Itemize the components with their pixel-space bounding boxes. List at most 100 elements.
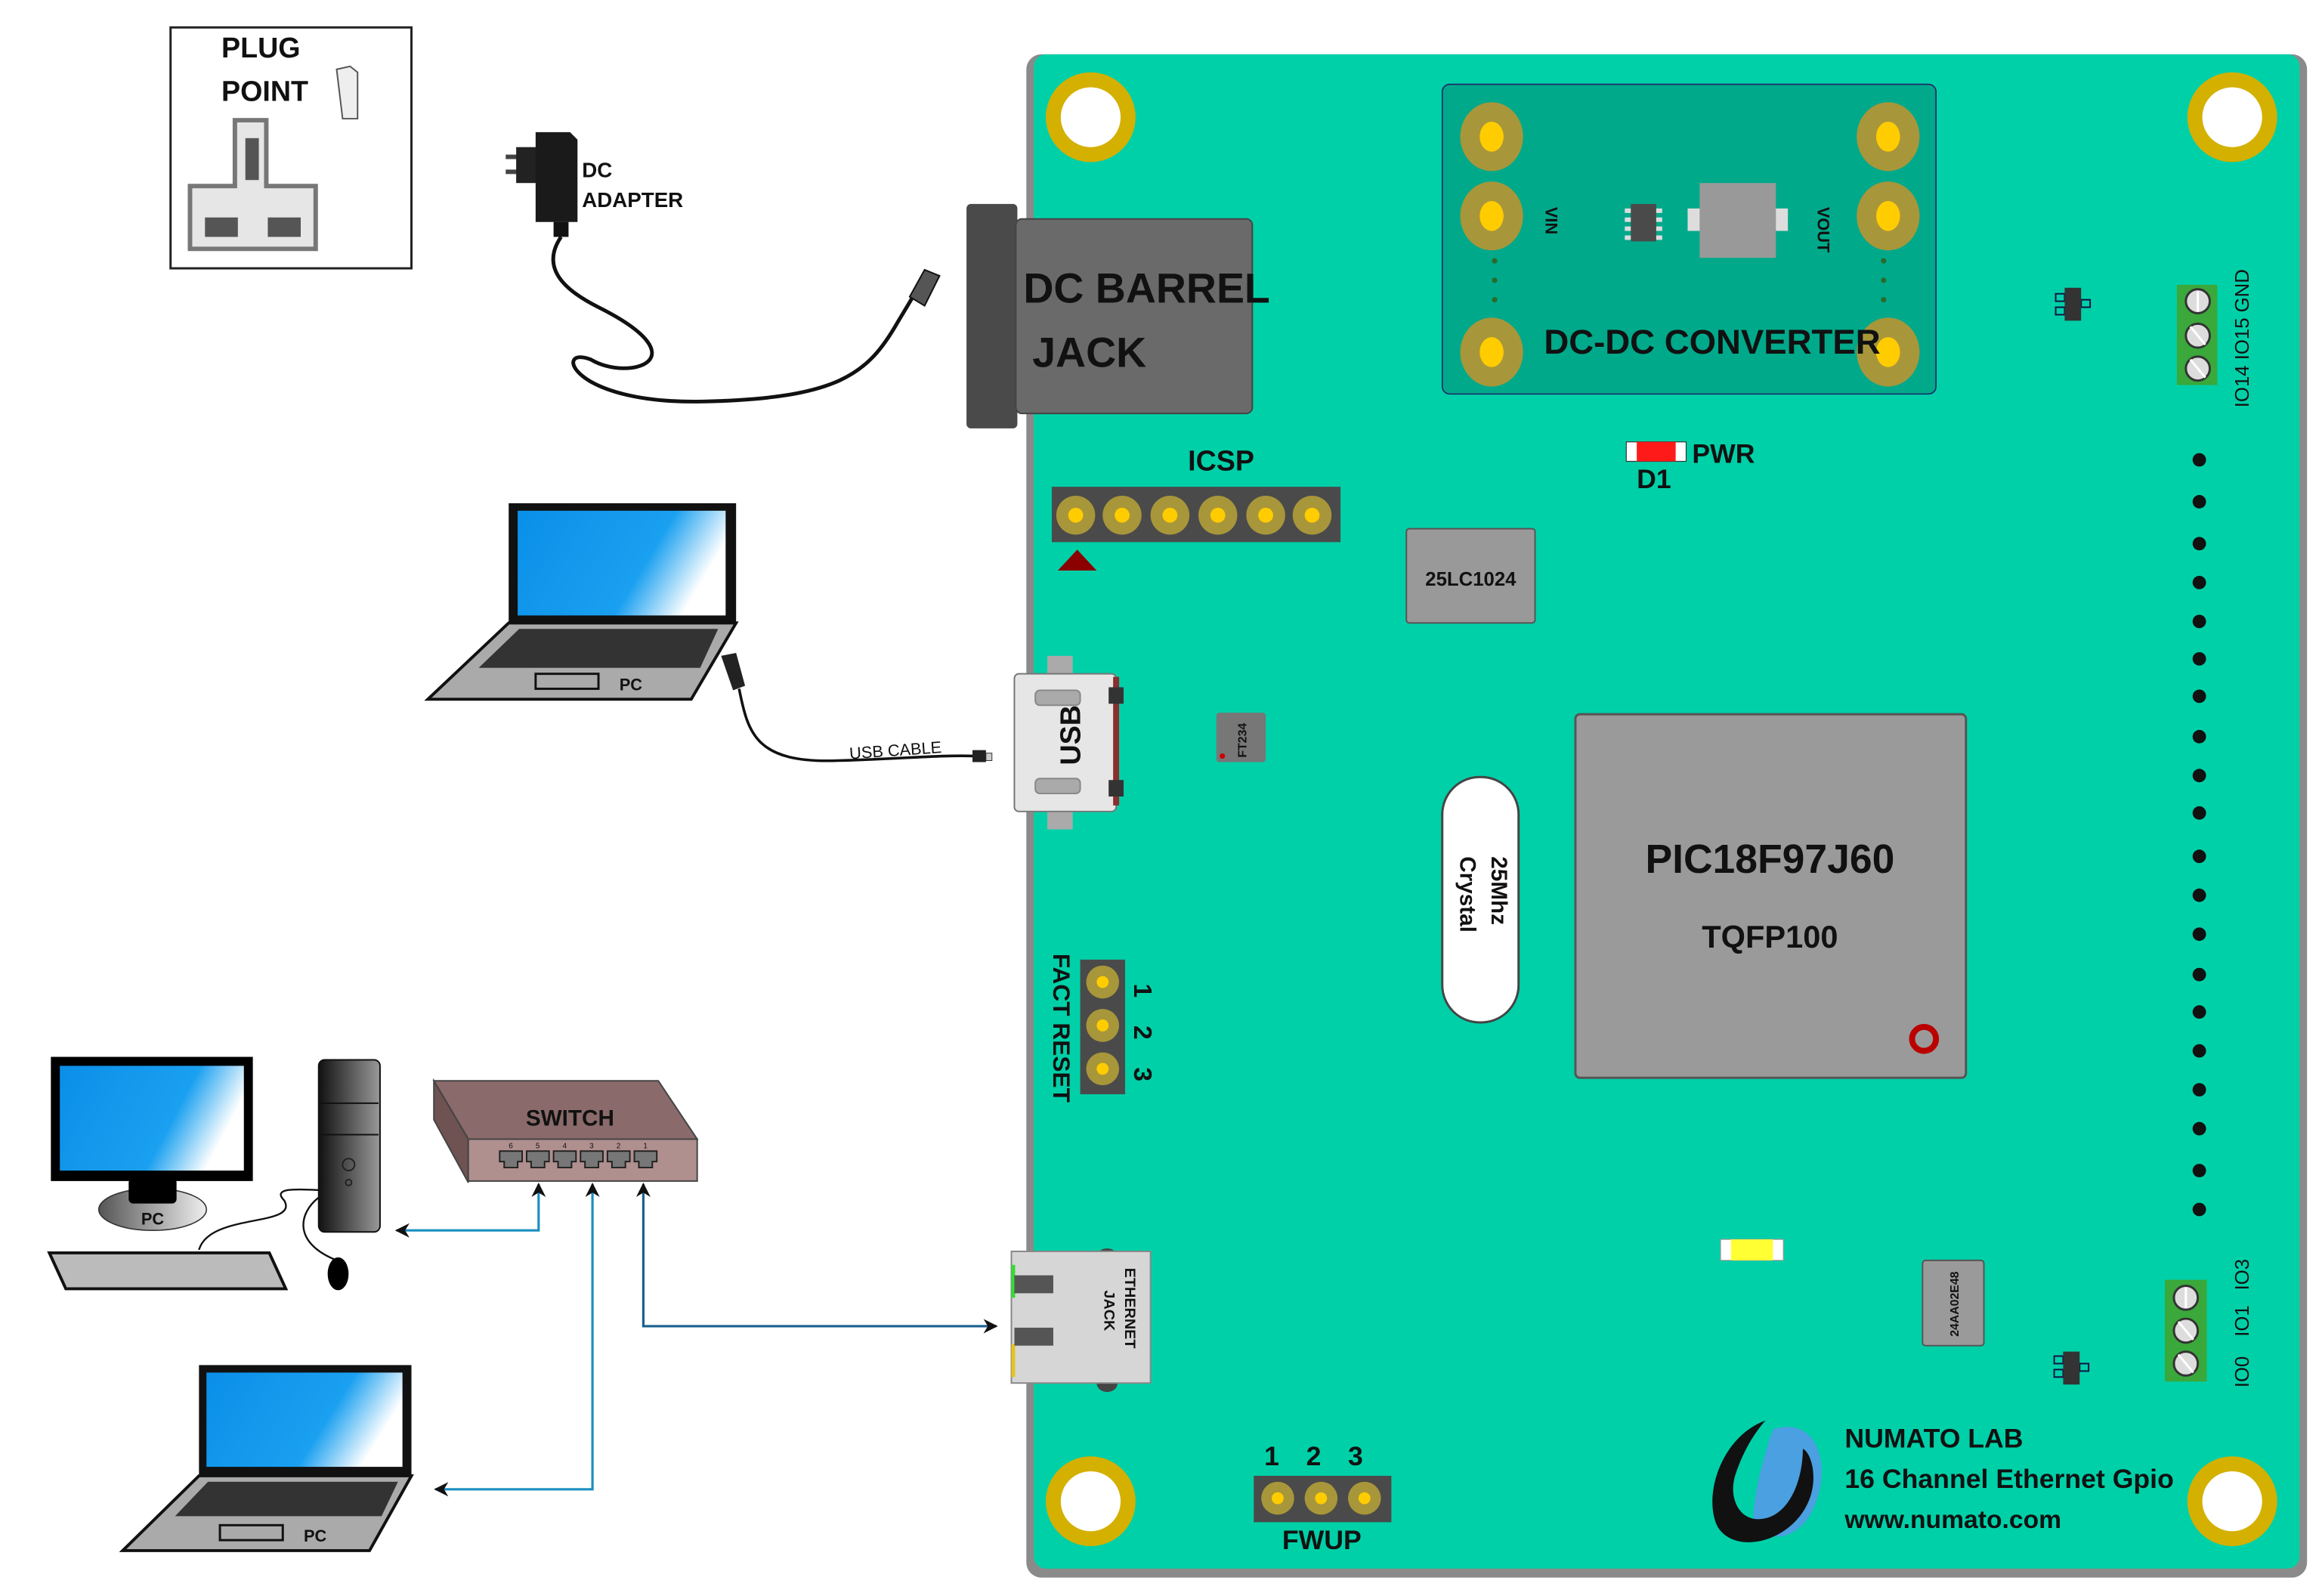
converter-pads-left [1460, 102, 1523, 387]
io-pin [2192, 537, 2206, 551]
io-pin [2192, 729, 2206, 744]
fwup-pin-3: 3 [1348, 1441, 1363, 1471]
converter-pads-right [1857, 102, 1920, 387]
dc-adapter: DC ADAPTER [506, 131, 941, 404]
vin-label: VIN [1541, 207, 1560, 234]
cable-switch-desktop [394, 1182, 546, 1238]
usb-label: USB [1055, 705, 1087, 765]
barrel-plug-icon [908, 268, 941, 307]
switch-port-number: 3 [589, 1142, 594, 1150]
terminal-io0-label: IO0 [2232, 1356, 2253, 1387]
ethernet-jack: ETHERNET JACK [1010, 1248, 1152, 1393]
mac-eeprom-label: 24AA02E48 [1949, 1271, 1962, 1336]
plug-point-label-2: POINT [221, 75, 308, 107]
switch-port: 1 [633, 1142, 658, 1169]
ft234-label: FT234 [1236, 723, 1249, 758]
io-pin [2192, 453, 2206, 467]
mcu-label: PIC18F97J60 [1645, 837, 1894, 882]
switch-label: SWITCH [526, 1106, 614, 1131]
dc-dc-converter-label: DC-DC CONVERTER [1544, 323, 1880, 361]
transistor-bottom [2053, 1351, 2090, 1385]
switch-port-number: 5 [536, 1142, 540, 1150]
terminal-top-labels: IO14 IO15 GND [2232, 269, 2253, 407]
terminal-block-top: IO14 IO15 GND [2176, 269, 2253, 407]
transistor-top [2055, 287, 2092, 321]
io-pin [2192, 689, 2206, 704]
pwr-label: PWR [1692, 438, 1755, 469]
desktop-pc: PC [47, 1056, 381, 1291]
io-pin [2192, 1005, 2206, 1019]
switch-port-number: 2 [617, 1142, 621, 1150]
fact-reset-header: FACT RESET 1 2 3 [1048, 954, 1156, 1103]
desktop-pc-label: PC [141, 1209, 165, 1228]
plug-point-label-1: PLUG [221, 32, 300, 63]
eeprom-chip: 25LC1024 [1405, 527, 1536, 624]
icsp-pin [1246, 496, 1285, 535]
io-pin [2192, 614, 2206, 629]
switch-port-number: 1 [643, 1142, 648, 1150]
company-name: NUMATO LAB [1844, 1423, 2023, 1453]
d1-label: D1 [1637, 464, 1671, 494]
dc-barrel-jack-label-2: JACK [1032, 329, 1146, 376]
ethernet-jack-label-1: ETHERNET [1121, 1268, 1138, 1349]
desktop-screen [60, 1066, 244, 1171]
io-pin [2192, 575, 2206, 589]
io-pin [2192, 888, 2206, 902]
switch-port-number: 4 [562, 1142, 567, 1150]
terminal-io1-label: IO1 [2232, 1305, 2253, 1336]
fwup-pin-2: 2 [1306, 1441, 1322, 1471]
icsp-pin [1198, 496, 1238, 535]
fwup-pin [1261, 1481, 1294, 1515]
icsp-pin [1102, 496, 1142, 535]
plug-point: PLUG POINT [169, 26, 413, 270]
io-pin [2192, 927, 2206, 942]
switch-port-number: 6 [509, 1142, 513, 1150]
fact-reset-pin-3: 3 [1128, 1067, 1156, 1081]
converter-ic [1625, 203, 1662, 242]
usb-connector: USB [1013, 655, 1124, 830]
io-pin [2192, 1121, 2206, 1136]
io-pin [2192, 1083, 2206, 1097]
crystal-label-1: 25Mhz [1486, 856, 1511, 925]
fact-reset-pin [1086, 965, 1120, 999]
network-switch: SWITCH 6 5 4 3 2 1 [432, 1078, 699, 1183]
io-pin [2192, 806, 2206, 820]
icsp-header: ICSP [1051, 444, 1341, 571]
fwup-pin [1304, 1481, 1338, 1515]
fact-reset-pin [1086, 1009, 1120, 1042]
keyboard-icon [47, 1251, 289, 1291]
switch-toggle-icon [335, 65, 359, 120]
mac-eeprom-chip: 24AA02E48 [1922, 1259, 1985, 1347]
mounting-hole-bl [1046, 1456, 1136, 1547]
icsp-pin [1292, 496, 1332, 535]
adapter-cable [551, 236, 917, 404]
fwup-header: 1 2 3 FWUP [1254, 1441, 1392, 1555]
microcontroller: PIC18F97J60 TQFP100 [1574, 713, 1968, 1079]
switch-port: 2 [606, 1142, 631, 1169]
fwup-pin [1348, 1481, 1381, 1515]
numato-logo-icon [1712, 1420, 1822, 1542]
icsp-pin [1150, 496, 1190, 535]
website-link[interactable]: www.numato.com [1844, 1506, 2061, 1534]
io-pin [2192, 769, 2206, 783]
icsp-pin [1056, 496, 1096, 535]
laptop-usb-label: PC [620, 675, 643, 694]
terminal-block-bottom: IO3 IO1 IO0 [2165, 1259, 2253, 1387]
mounting-hole-tr [2187, 72, 2277, 162]
fact-reset-pin-2: 2 [1128, 1025, 1156, 1040]
usb-bridge-chip: FT234 [1216, 713, 1266, 762]
laptop2-screen [206, 1372, 403, 1468]
io-pin [2192, 495, 2206, 509]
switch-port: 6 [499, 1142, 524, 1169]
vout-label: VOUT [1814, 207, 1833, 253]
fact-reset-pin-1: 1 [1128, 984, 1156, 998]
network-cables [394, 1182, 998, 1497]
crystal: 25Mhz Crystal [1441, 775, 1520, 1024]
cable-switch-ethernet [635, 1182, 998, 1334]
numato-branding: NUMATO LAB 16 Channel Ethernet Gpio www.… [1712, 1420, 2174, 1542]
io-pin [2192, 651, 2206, 666]
usb-cable-label: USB CABLE [849, 738, 942, 762]
switch-port: 4 [552, 1142, 577, 1169]
